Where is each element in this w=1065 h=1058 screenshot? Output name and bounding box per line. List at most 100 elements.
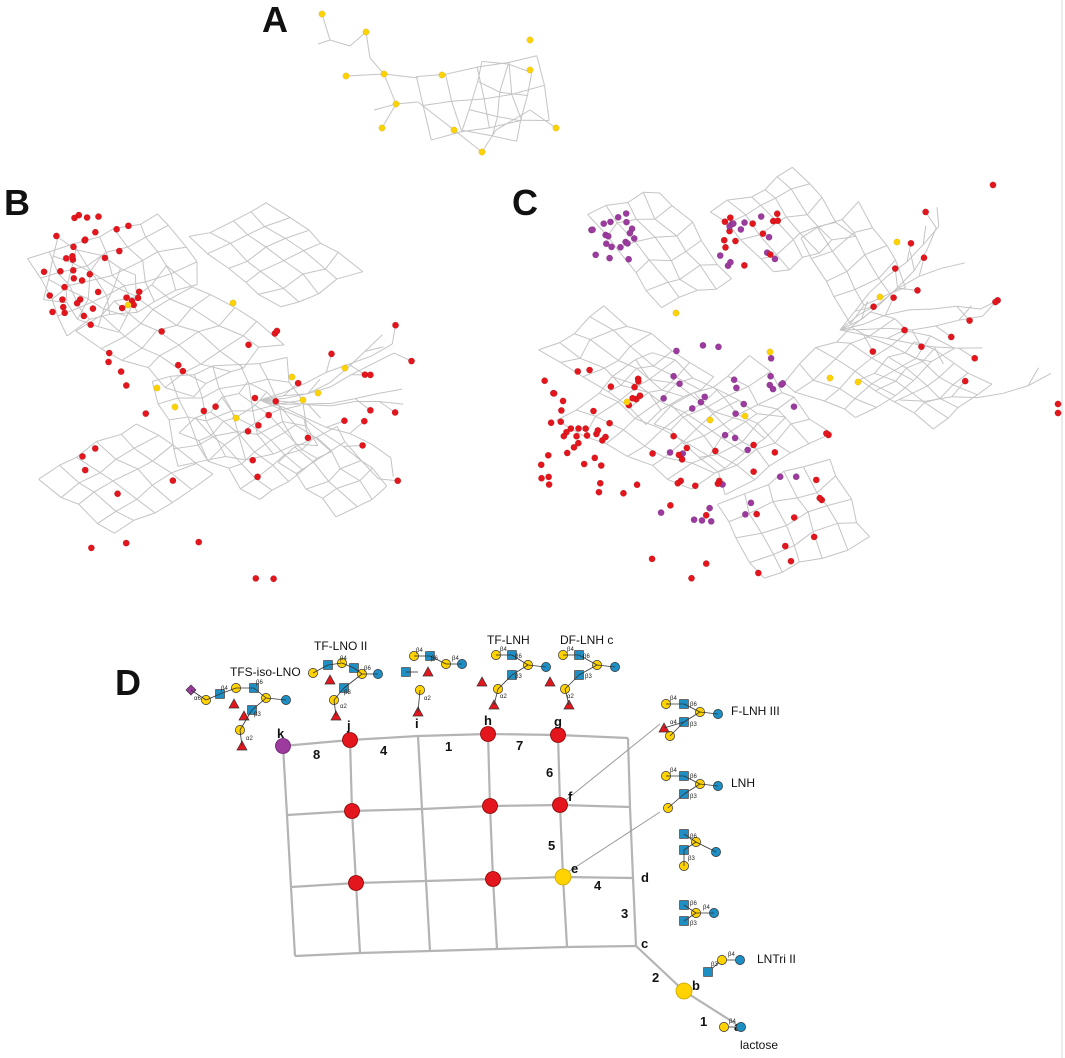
panel-a-edge (508, 62, 513, 95)
glycosidic-bond (239, 709, 253, 731)
panel-c-edge (878, 259, 896, 279)
panel-b-node (229, 299, 237, 307)
panel-b-edge (240, 363, 260, 366)
panel-c-node (989, 181, 997, 189)
galactose-icon (717, 955, 727, 965)
panel-b-edge (178, 344, 202, 365)
panel-a-edge (508, 55, 537, 63)
panel-c-edge (894, 401, 915, 414)
panel-b-edge (281, 408, 296, 426)
panel-b-edge (370, 443, 392, 459)
panel-b-edge (205, 410, 233, 422)
panel-c-node (597, 462, 605, 469)
linkage-label: β3 (690, 921, 697, 927)
panel-c-node (732, 410, 740, 418)
panel-c-edge (559, 333, 575, 344)
glycosidic-bond (429, 655, 447, 665)
panel-b-edge (113, 286, 137, 297)
panel-b-edge (93, 491, 117, 512)
panel-a-node (392, 100, 400, 108)
panel-c-edge (841, 201, 859, 220)
panel-c-edge (667, 281, 680, 298)
panel-c-edge (774, 442, 791, 454)
panel-c-edge (737, 404, 759, 416)
panel-c-node (810, 533, 818, 541)
panel-c-node (622, 210, 630, 217)
glycosidic-bond (251, 697, 267, 711)
panel-b-edge (157, 397, 179, 405)
panel-c-edge (835, 475, 853, 500)
edge-numbers: 1 2 3 4 5 6 7 1 4 8 (313, 738, 707, 1029)
panel-b-edge (336, 271, 363, 280)
panel-c-node (676, 380, 683, 388)
panel-c-edge (589, 339, 619, 361)
panel-b-edge (127, 236, 146, 248)
node-label-k: k (277, 726, 285, 741)
panel-b-edge (192, 286, 211, 296)
panel-b-edge (230, 367, 244, 373)
panel-a-edge (453, 129, 483, 153)
glycosidic-bond (333, 699, 337, 717)
panel-a-edge (468, 81, 479, 110)
panel-c-node (607, 383, 615, 391)
panel-c-edge (620, 368, 637, 386)
panel-b-edge (343, 446, 363, 462)
glycosidic-bond (564, 688, 570, 706)
panel-b-edge (246, 246, 267, 262)
panel-b-edge (267, 378, 290, 383)
panel-c-edge (826, 271, 848, 282)
panel-c-edge (817, 227, 833, 252)
panel-b-edge (252, 410, 258, 435)
panel-b-edge (170, 374, 195, 377)
panel-b-edge (239, 364, 250, 385)
panel-b-edge (230, 234, 248, 244)
panel-c-edge (654, 218, 678, 237)
lattice-col-5 (556, 734, 569, 948)
panel-b-edge (231, 410, 239, 432)
panel-b-node (87, 321, 95, 329)
panel-c-edge (724, 452, 745, 469)
glycosidic-bond (219, 687, 237, 695)
panel-b-edge (242, 321, 258, 337)
panel-b-node (117, 368, 125, 376)
panel-b-node (62, 254, 70, 262)
panel-c-node (721, 218, 729, 226)
panel-c-edge (617, 401, 636, 419)
panel-b-edge (100, 335, 126, 350)
panel-a-edge (491, 116, 498, 137)
panel-c-edge (899, 399, 926, 402)
panel-a-edge (445, 74, 453, 102)
panel-label-a: A (262, 0, 288, 40)
panel-b-edge (298, 293, 319, 303)
panel-b-edge (355, 392, 379, 400)
fucose-icon (476, 676, 488, 687)
panel-c-edge (538, 349, 561, 363)
panel-label-d: D (115, 662, 141, 703)
panel-b-edge (167, 224, 187, 248)
leader-f-flnh3 (565, 723, 661, 801)
glycosidic-bond (239, 729, 243, 747)
panel-b-edge (112, 259, 143, 276)
panel-b-edge (240, 478, 256, 490)
lattice-row-3 (290, 875, 634, 889)
panel-a-edge (520, 95, 528, 121)
panel-c-edge (773, 544, 795, 555)
panel-c-edge (664, 456, 693, 464)
panel-c-node (741, 510, 749, 518)
panel-c-edge (608, 384, 622, 393)
panel-c-node (893, 238, 901, 246)
panel-b-node (314, 389, 322, 397)
panel-b-edge (145, 236, 159, 253)
panel-b-node (135, 288, 143, 296)
panel-c-edge (863, 314, 886, 325)
panel-b-node (53, 232, 60, 240)
panel-b-edge (134, 274, 137, 297)
linkage-label: β3 (515, 674, 522, 680)
panel-c-edge (799, 557, 823, 563)
panel-c-edge (751, 196, 762, 206)
panel-c-node (737, 226, 745, 233)
linkage-label: β4 (670, 696, 677, 702)
panel-c-edge (835, 342, 851, 360)
panel-b-edge (97, 510, 117, 524)
panel-b-node (153, 384, 161, 392)
